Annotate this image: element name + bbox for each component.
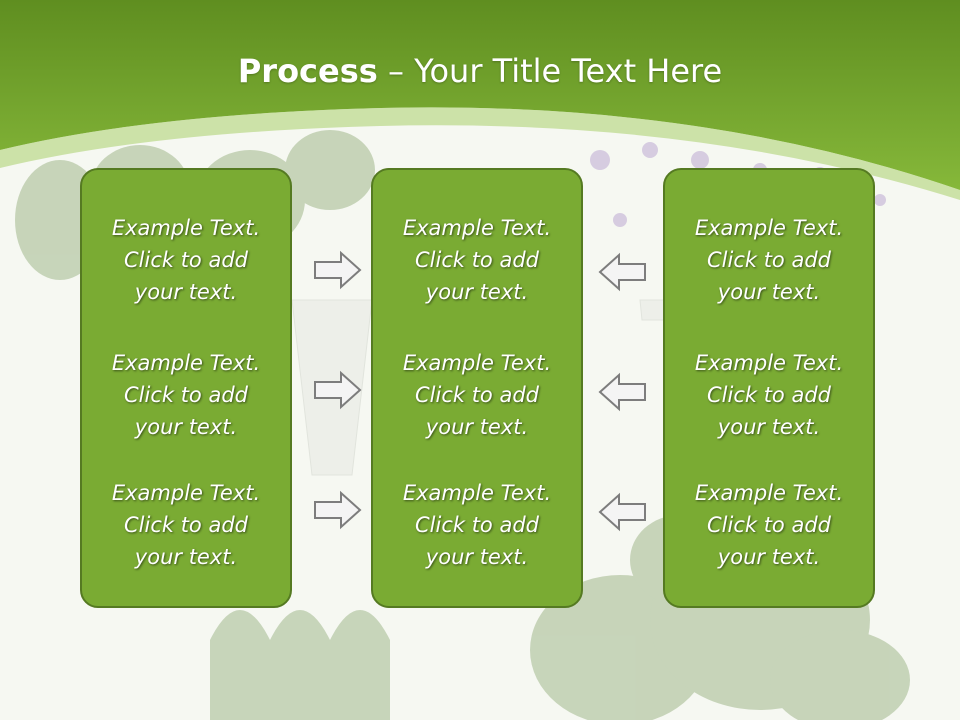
text-panel-left[interactable]: Example Text. Click to add your text. Ex… bbox=[80, 168, 292, 608]
text-panel-center[interactable]: Example Text. Click to add your text. Ex… bbox=[371, 168, 583, 608]
text-block[interactable]: Example Text. Click to add your text. bbox=[402, 351, 552, 439]
title-bold: Process bbox=[237, 52, 378, 90]
arrow-left-icon bbox=[598, 252, 646, 292]
arrow-right-icon bbox=[314, 370, 362, 410]
arrow-left-icon bbox=[598, 372, 646, 412]
text-block[interactable]: Example Text. Click to add your text. bbox=[402, 216, 552, 304]
arrow-right-icon bbox=[314, 250, 362, 290]
text-block[interactable]: Example Text. Click to add your text. bbox=[111, 351, 261, 439]
text-block[interactable]: Example Text. Click to add your text. bbox=[694, 216, 844, 304]
text-block[interactable]: Example Text. Click to add your text. bbox=[694, 481, 844, 569]
text-block[interactable]: Example Text. Click to add your text. bbox=[694, 351, 844, 439]
title-rest: – Your Title Text Here bbox=[377, 52, 723, 90]
arrow-left-icon bbox=[598, 492, 646, 532]
text-block[interactable]: Example Text. Click to add your text. bbox=[111, 481, 261, 569]
arrow-right-icon bbox=[314, 490, 362, 530]
text-block[interactable]: Example Text. Click to add your text. bbox=[402, 481, 552, 569]
slide-title[interactable]: Process – Your Title Text Here bbox=[0, 52, 960, 90]
text-panel-right[interactable]: Example Text. Click to add your text. Ex… bbox=[663, 168, 875, 608]
text-block[interactable]: Example Text. Click to add your text. bbox=[111, 216, 261, 304]
